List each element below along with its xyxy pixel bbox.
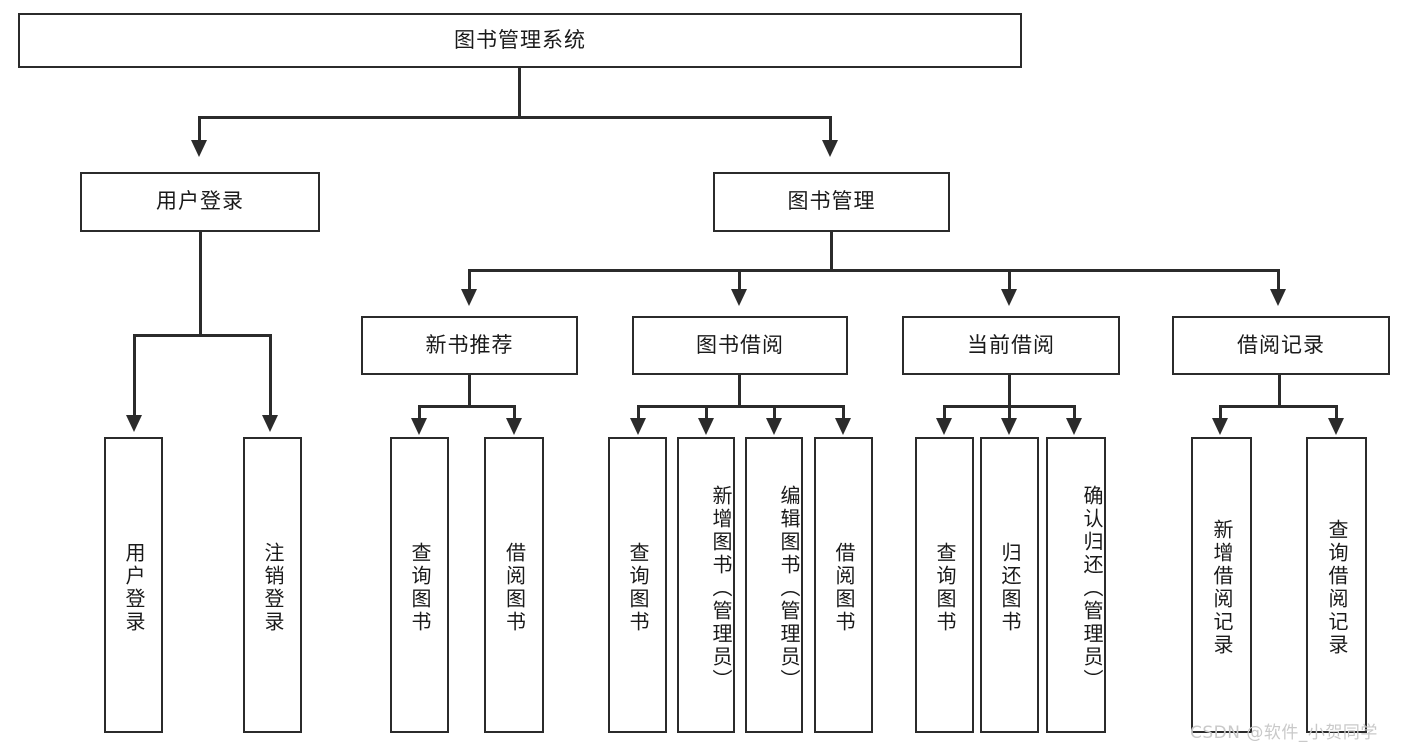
connector-cb-to-leaf-3 — [1073, 405, 1076, 420]
node-label: 确认归还（管理员） — [1080, 484, 1104, 692]
connector-br-to-leaf-2 — [1335, 405, 1338, 420]
connector-cb-to-leaf-1 — [943, 405, 946, 420]
arrowhead-cb-to-leaf-3 — [1066, 418, 1082, 435]
leaf-current-borrow-return-book[interactable]: 归还图书 — [980, 437, 1039, 733]
arrowhead-root-to-book-management — [822, 140, 838, 157]
connector-cb-to-leaf-2 — [1008, 405, 1011, 420]
node-label: 用户登录 — [122, 542, 146, 634]
arrowhead-br-to-leaf-1 — [1212, 418, 1228, 435]
node-label: 用户登录 — [156, 189, 244, 214]
connector-bb-to-leaf-2 — [705, 405, 708, 420]
node-label: 查询图书 — [408, 542, 432, 634]
leaf-borrow-record-query-record[interactable]: 查询借阅记录 — [1306, 437, 1367, 733]
arrowhead-new-book-to-leaf-2 — [506, 418, 522, 435]
connector-bm-to-book-borrow — [738, 269, 741, 291]
leaf-user-login-logout[interactable]: 注销登录 — [243, 437, 302, 733]
leaf-book-borrow-query-book[interactable]: 查询图书 — [608, 437, 667, 733]
connector-current-borrow-stem — [1008, 375, 1011, 407]
connector-bb-to-leaf-3 — [773, 405, 776, 420]
node-label: 注销登录 — [261, 542, 285, 634]
leaf-book-borrow-edit-book-admin[interactable]: 编辑图书（管理员） — [745, 437, 803, 733]
connector-user-login-stem — [199, 232, 202, 336]
connector-book-borrow-stem — [738, 375, 741, 407]
node-book-borrow[interactable]: 图书借阅 — [632, 316, 848, 375]
node-label: 图书管理 — [787, 189, 876, 214]
connector-user-login-bus — [133, 334, 271, 337]
arrowhead-bb-to-leaf-1 — [630, 418, 646, 435]
node-label: 查询图书 — [933, 542, 957, 634]
connector-root-to-user-login — [198, 116, 201, 142]
leaf-current-borrow-query-book[interactable]: 查询图书 — [915, 437, 974, 733]
connector-bb-to-leaf-1 — [637, 405, 640, 420]
node-label: 新增借阅记录 — [1210, 519, 1234, 657]
connector-book-management-bus — [468, 269, 1280, 272]
connector-bm-to-borrow-record — [1277, 269, 1280, 291]
connector-root-stem — [518, 68, 521, 118]
node-label: 借阅图书 — [832, 542, 856, 634]
arrowhead-bm-to-borrow-record — [1270, 289, 1286, 306]
connector-borrow-record-stem — [1278, 375, 1281, 407]
csdn-watermark: CSDN @软件_小贺同学 — [1190, 723, 1378, 743]
node-label: 图书管理系统 — [454, 27, 586, 52]
connector-bb-to-leaf-4 — [842, 405, 845, 420]
connector-book-management-stem — [830, 232, 833, 272]
node-label: 当前借阅 — [967, 332, 1055, 357]
arrowhead-root-to-user-login — [191, 140, 207, 157]
connector-br-to-leaf-1 — [1219, 405, 1222, 420]
leaf-new-book-borrow-book[interactable]: 借阅图书 — [484, 437, 544, 733]
connector-new-book-to-leaf-1 — [418, 405, 421, 420]
connector-user-login-to-leaf-1 — [133, 334, 136, 417]
leaf-borrow-record-add-record[interactable]: 新增借阅记录 — [1191, 437, 1252, 733]
connector-borrow-record-bus — [1219, 405, 1338, 408]
arrowhead-bm-to-new-book — [461, 289, 477, 306]
node-label: 查询借阅记录 — [1325, 519, 1349, 657]
arrowhead-bb-to-leaf-3 — [766, 418, 782, 435]
node-label: 编辑图书（管理员） — [777, 484, 801, 692]
node-current-borrow[interactable]: 当前借阅 — [902, 316, 1120, 375]
leaf-book-borrow-borrow-book[interactable]: 借阅图书 — [814, 437, 873, 733]
node-book-management[interactable]: 图书管理 — [713, 172, 950, 232]
connector-root-to-book-management — [829, 116, 832, 142]
node-label: 借阅记录 — [1237, 332, 1325, 357]
leaf-book-borrow-add-book-admin[interactable]: 新增图书（管理员） — [677, 437, 735, 733]
connector-bm-to-new-book — [468, 269, 471, 291]
connector-new-book-to-leaf-2 — [513, 405, 516, 420]
node-label: 查询图书 — [626, 542, 650, 634]
arrowhead-cb-to-leaf-1 — [936, 418, 952, 435]
node-label: 归还图书 — [998, 542, 1022, 634]
connector-new-book-bus — [418, 405, 516, 408]
leaf-user-login-login[interactable]: 用户登录 — [104, 437, 163, 733]
connector-user-login-to-leaf-2 — [269, 334, 272, 417]
connector-book-borrow-bus — [637, 405, 845, 408]
arrowhead-bm-to-book-borrow — [731, 289, 747, 306]
connector-new-book-stem — [468, 375, 471, 407]
node-borrow-record[interactable]: 借阅记录 — [1172, 316, 1390, 375]
leaf-new-book-query-book[interactable]: 查询图书 — [390, 437, 449, 733]
connector-bm-to-current-borrow — [1008, 269, 1011, 291]
node-label: 新增图书（管理员） — [709, 484, 733, 692]
node-label: 借阅图书 — [502, 542, 527, 634]
arrowhead-bb-to-leaf-4 — [835, 418, 851, 435]
arrowhead-user-login-to-leaf-2 — [262, 415, 278, 432]
node-label: 图书借阅 — [696, 332, 784, 357]
node-user-login[interactable]: 用户登录 — [80, 172, 320, 232]
arrowhead-new-book-to-leaf-1 — [411, 418, 427, 435]
arrowhead-bb-to-leaf-2 — [698, 418, 714, 435]
leaf-current-borrow-confirm-return-admin[interactable]: 确认归还（管理员） — [1046, 437, 1106, 733]
arrowhead-br-to-leaf-2 — [1328, 418, 1344, 435]
arrowhead-cb-to-leaf-2 — [1001, 418, 1017, 435]
node-label: 新书推荐 — [425, 332, 514, 357]
node-root-book-management-system[interactable]: 图书管理系统 — [18, 13, 1022, 68]
node-new-book-recommend[interactable]: 新书推荐 — [361, 316, 578, 375]
arrowhead-user-login-to-leaf-1 — [126, 415, 142, 432]
connector-root-bus — [198, 116, 832, 119]
arrowhead-bm-to-current-borrow — [1001, 289, 1017, 306]
